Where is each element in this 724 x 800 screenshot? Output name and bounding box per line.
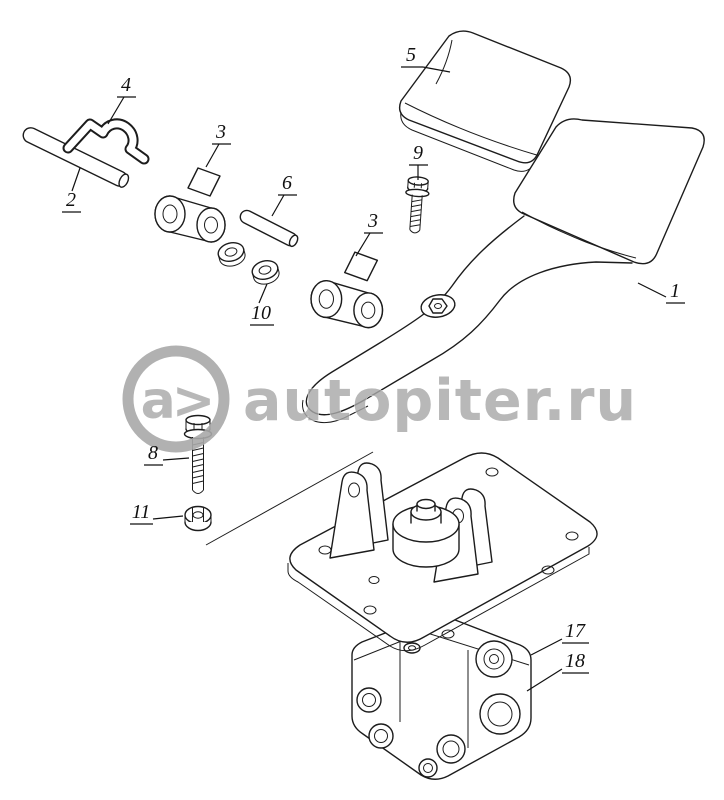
watermark-logo-text: a> [141,371,212,431]
watermark: a> autopiter.ru [122,345,637,453]
roller-bracket-rear [310,251,384,329]
callout-6: 6 [271,172,297,217]
watermark-site-text: autopiter.ru [243,368,637,434]
callout-5: 5 [401,44,451,73]
callout-1: 1 [637,280,685,304]
callout-3-front-label: 3 [215,121,226,143]
washers [217,241,280,285]
bolt-upper [405,176,430,234]
callout-11-label: 11 [132,501,151,523]
brake-valve-body [351,614,532,780]
callout-11: 11 [130,501,184,525]
callout-18-label: 18 [565,650,585,672]
callout-6-label: 6 [282,172,292,194]
callout-5-label: 5 [406,44,416,66]
callout-2-label: 2 [66,189,76,211]
callout-8-label: 8 [148,442,158,464]
hex-nut [184,505,212,532]
callout-18: 18 [526,650,589,692]
assembly-axis-line [205,451,374,546]
watermark-logo-ring [122,345,230,453]
callout-17: 17 [530,620,589,656]
roller-bracket-front [154,167,226,243]
callout-10: 10 [250,283,274,326]
callout-17-label: 17 [565,620,586,642]
rod-pin [22,127,130,188]
callout-3-front: 3 [205,121,231,168]
callout-1-label: 1 [670,280,680,302]
callout-9-label: 9 [413,142,423,164]
callout-8: 8 [144,442,190,466]
callout-9: 9 [409,142,428,180]
callout-3-rear-label: 3 [367,210,378,232]
pedal-lever [302,118,705,423]
small-pin [239,209,299,248]
callouts: 5 4 2 3 6 9 10 [62,44,685,692]
callout-10-label: 10 [251,302,271,324]
mounting-plate [287,452,598,652]
pedal-axle-nut [428,298,448,314]
callout-2: 2 [62,167,81,213]
callout-4-label: 4 [121,74,131,96]
callout-4: 4 [107,74,136,125]
callout-3-rear: 3 [355,210,383,257]
retaining-clip [62,118,150,165]
